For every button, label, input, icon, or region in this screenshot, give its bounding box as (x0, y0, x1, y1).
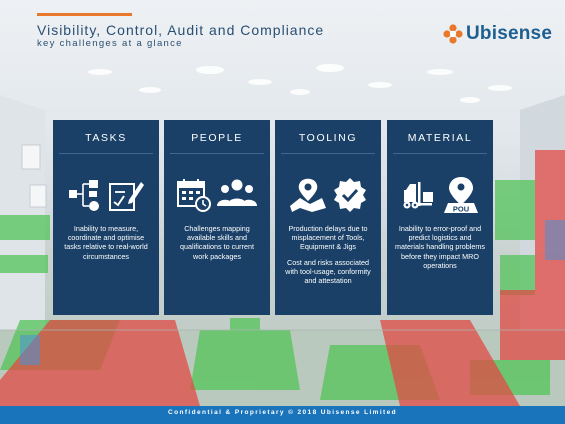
map-pin-icon (290, 177, 326, 212)
card-divider (393, 153, 487, 154)
pou-pin-icon: POU (444, 177, 478, 214)
card-title: MATERIAL (407, 132, 473, 144)
card-description: Production delays due to misplacement of… (283, 224, 373, 291)
ubisense-logo-mark (443, 24, 463, 44)
check-badge-icon (334, 178, 366, 212)
card-text: Inability to measure, coordinate and opt… (64, 224, 148, 261)
card-description: Inability to measure, coordinate and opt… (61, 224, 151, 267)
card-tooling: TOOLING Production delays due to misplac… (275, 120, 381, 315)
logo-text: Ubisense (466, 23, 553, 44)
card-description: Inability to error-proof and predict log… (395, 224, 485, 276)
clipboard-edit-icon (109, 182, 144, 211)
card-title: TASKS (85, 132, 127, 144)
card-material: MATERIAL POU Inability to error-proof an… (387, 120, 493, 315)
card-text: Production delays due to misplacement of… (288, 224, 368, 252)
card-description: Challenges mapping available skills and … (172, 224, 262, 267)
card-title: TOOLING (298, 132, 358, 144)
page-title: Visibility, Control, Audit and Complianc… (37, 22, 325, 38)
page-subtitle: key challenges at a glance (37, 38, 183, 49)
calendar-icon (177, 179, 211, 212)
forklift-icon (403, 182, 433, 209)
accent-bar (37, 13, 132, 16)
people-group-icon (217, 179, 257, 206)
ubisense-logo: Ubisense (443, 22, 552, 46)
card-divider (170, 153, 264, 154)
card-tasks: TASKS Inability to measure, coordinate a… (53, 120, 159, 315)
card-title: PEOPLE (191, 132, 243, 144)
card-text: Challenges mapping available skills and … (180, 224, 254, 261)
footer-confidential: Confidential & Proprietary © 2018 Ubisen… (0, 406, 565, 424)
card-text: Cost and risks associated with tool-usag… (285, 257, 371, 286)
pou-label: POU (453, 205, 469, 214)
card-divider (281, 153, 375, 154)
card-divider (59, 153, 153, 154)
workflow-icon (69, 180, 99, 211)
card-people: PEOPLE Challenges mapp (164, 120, 270, 315)
card-text: Inability to error-proof and predict log… (395, 224, 485, 270)
